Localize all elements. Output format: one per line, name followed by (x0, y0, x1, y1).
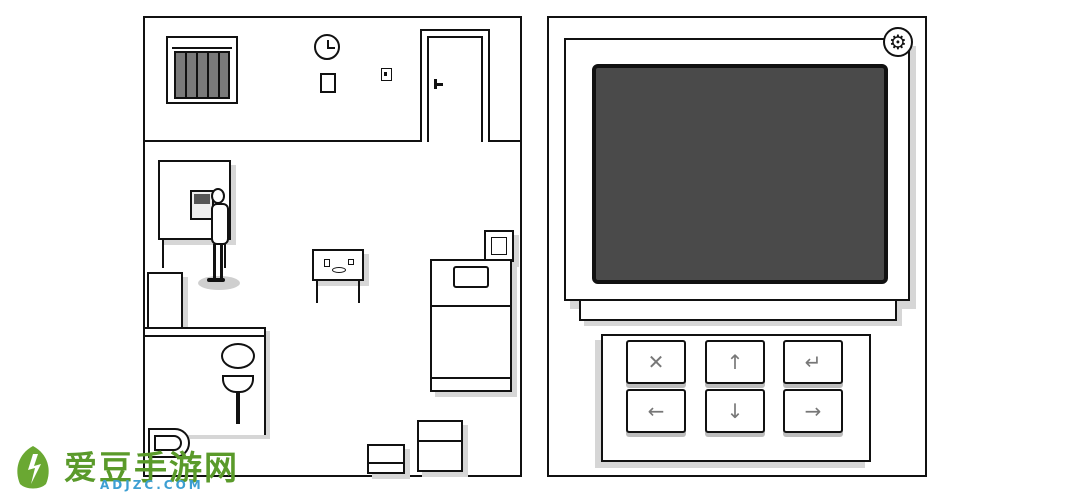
vending-machine-legs (162, 238, 226, 268)
notice-paper[interactable] (320, 73, 336, 93)
arrow-left-icon: ← (647, 399, 665, 423)
picture-frame[interactable] (484, 230, 514, 262)
settings-glyph: ⚙ (889, 30, 907, 54)
mirror[interactable] (221, 343, 255, 369)
computer-console: ⚙ ✕ ↑ ↵ ← ↓ → (547, 16, 927, 477)
washbasin-pipe (236, 392, 240, 424)
watermark-title: 爱豆手游网 (64, 448, 239, 487)
down-key[interactable]: ↓ (705, 389, 765, 433)
close-icon: ✕ (647, 350, 665, 374)
light-switch[interactable] (381, 68, 392, 81)
window[interactable] (166, 36, 238, 104)
gear-icon[interactable]: ⚙ (883, 27, 913, 57)
back-wall (145, 18, 520, 142)
table-legs (316, 281, 360, 303)
toilet[interactable] (148, 428, 190, 458)
cup-icon (324, 259, 330, 267)
arrow-right-icon: → (804, 399, 822, 423)
door[interactable] (420, 29, 490, 142)
monitor-base (579, 301, 897, 321)
monitor-screen[interactable] (592, 64, 888, 284)
watermark-logo-icon (8, 440, 58, 492)
clock-icon[interactable] (314, 34, 340, 60)
blanket (432, 305, 510, 390)
cancel-key[interactable]: ✕ (626, 340, 686, 384)
table[interactable] (312, 249, 364, 281)
cabinet[interactable] (147, 272, 183, 330)
bin[interactable] (367, 444, 405, 474)
player-character[interactable] (205, 188, 235, 284)
left-key[interactable]: ← (626, 389, 686, 433)
arrow-down-icon: ↓ (726, 399, 744, 423)
monitor (564, 38, 910, 301)
plate-icon (332, 267, 346, 273)
right-key[interactable]: → (783, 389, 843, 433)
room-view[interactable] (143, 16, 522, 477)
enter-icon: ↵ (804, 350, 822, 374)
door-handle-icon (435, 83, 443, 86)
window-bars (174, 51, 230, 99)
bed[interactable] (430, 259, 512, 392)
up-key[interactable]: ↑ (705, 340, 765, 384)
watermark-subtitle: ADJZC.COM (100, 478, 204, 492)
box[interactable] (417, 420, 463, 472)
pillow (453, 266, 489, 288)
enter-key[interactable]: ↵ (783, 340, 843, 384)
arrow-up-icon: ↑ (726, 350, 744, 374)
keypad: ✕ ↑ ↵ ← ↓ → (601, 334, 871, 462)
